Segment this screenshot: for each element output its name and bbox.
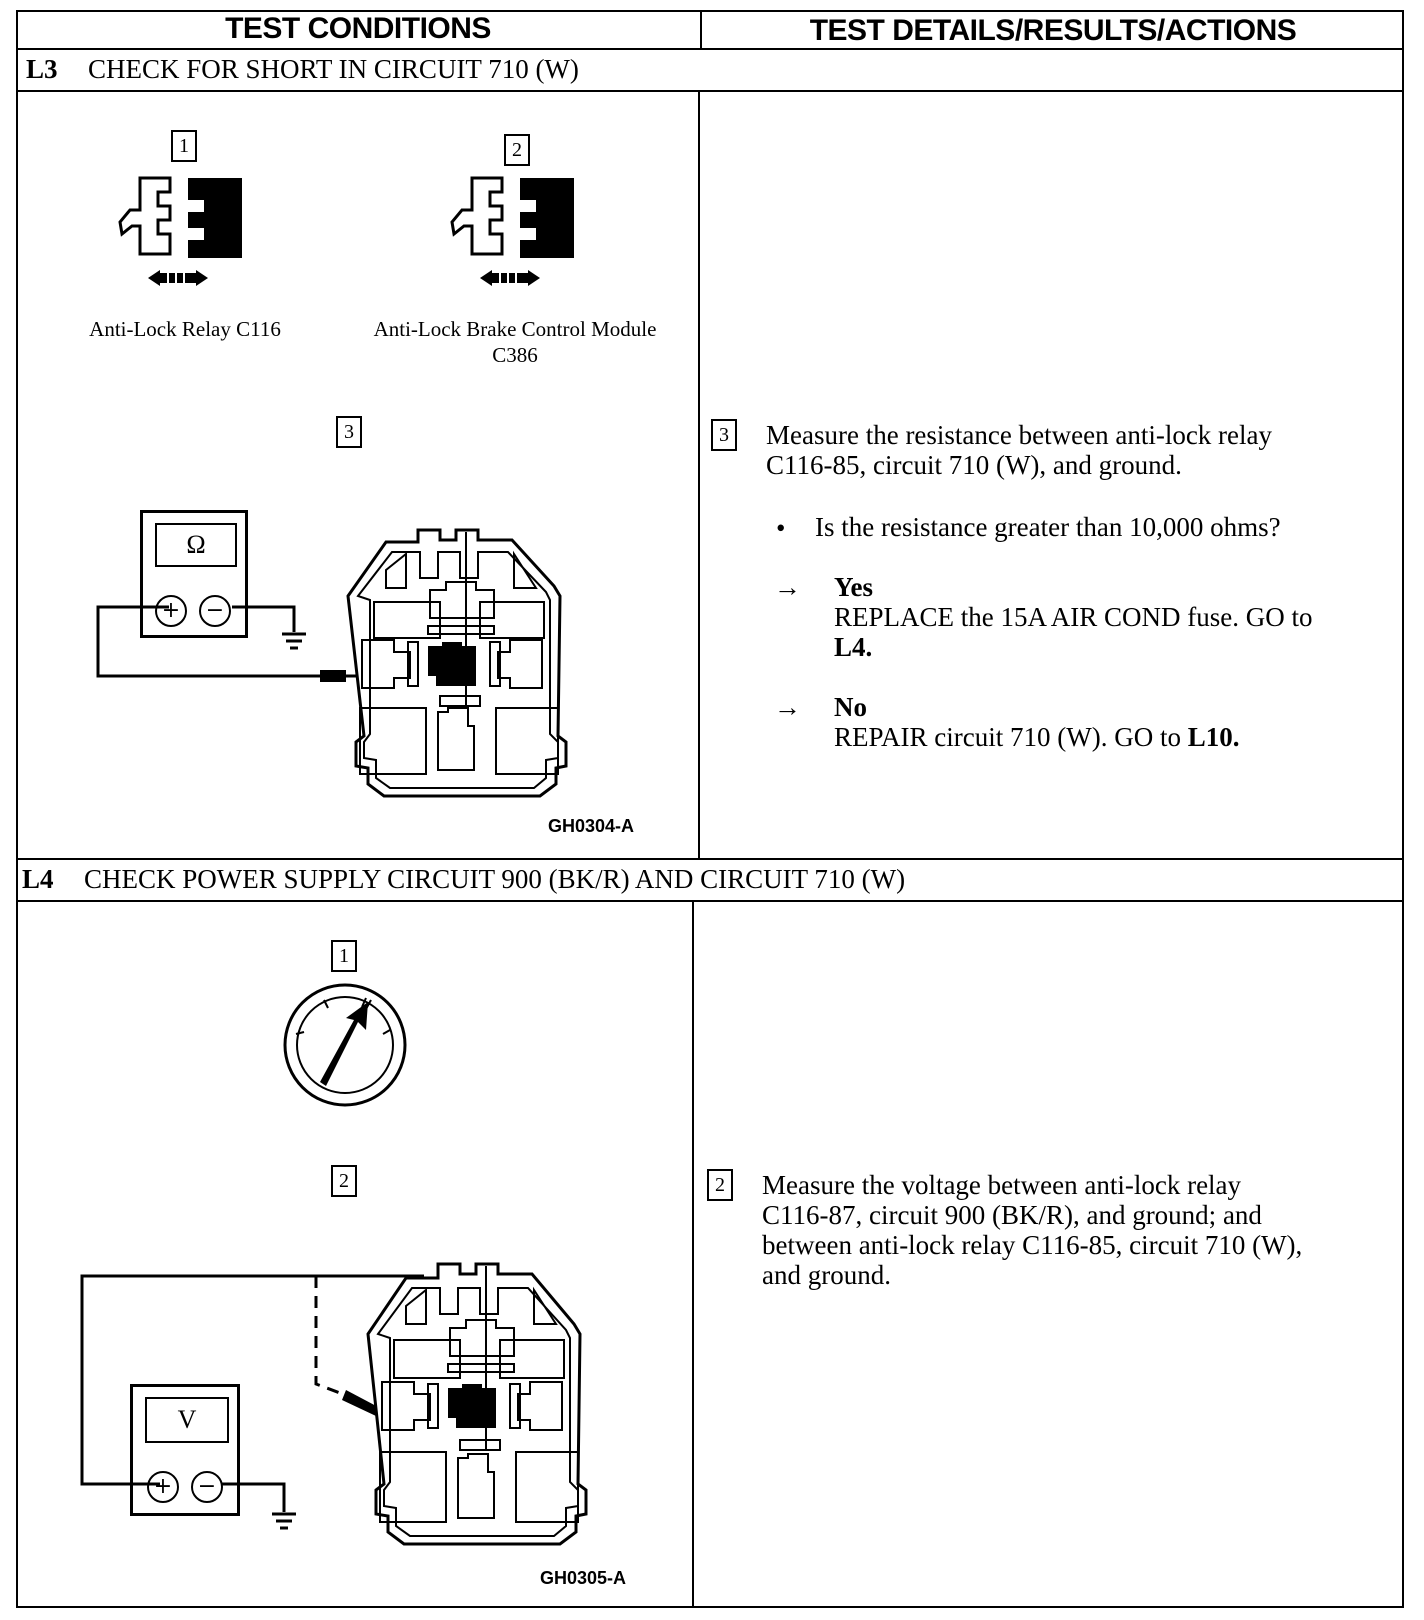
ohmmeter: Ω + −: [140, 510, 248, 638]
figure-id: GH0305-A: [540, 1568, 627, 1588]
l4-column-divider: [692, 900, 694, 1608]
callout-1: 1: [171, 130, 197, 162]
bullet: •: [776, 513, 786, 543]
voltmeter: V + −: [130, 1384, 240, 1516]
callout-3: 3: [336, 416, 362, 448]
step-line: between anti-lock relay C116-85, circuit…: [762, 1230, 1303, 1260]
question-text: Is the resistance greater than 10,000 oh…: [815, 512, 1281, 542]
step-number-box: 3: [711, 419, 737, 451]
step-line: Measure the resistance between anti-lock…: [766, 420, 1273, 450]
section-title: CHECK POWER SUPPLY CIRCUIT 900 (BK/R) AN…: [84, 864, 906, 894]
step-line: C116-85, circuit 710 (W), and ground.: [766, 450, 1182, 480]
no-action: REPAIR circuit 710 (W). GO to: [834, 722, 1188, 752]
callout-1: 1: [331, 940, 357, 972]
relay-caption: Anti-Lock Relay C116: [89, 317, 281, 341]
plus-symbol: +: [153, 1474, 173, 1499]
plus-terminal: +: [147, 1471, 179, 1503]
step-instruction: Measure the resistance between anti-lock…: [766, 420, 1386, 480]
no-goto: L10.: [1187, 722, 1240, 752]
section-l3-header: L3 CHECK FOR SHORT IN CIRCUIT 710 (W): [26, 54, 579, 85]
l4-title-divider: [16, 900, 1404, 902]
table-frame: [16, 10, 1404, 1608]
relay-socket-diagram: [366, 1262, 588, 1546]
step-line: and ground.: [762, 1260, 891, 1290]
no-label: No: [834, 692, 867, 722]
no-action-line: REPAIR circuit 710 (W). GO to L10.: [834, 722, 1394, 752]
ohmmeter-wiring: [96, 605, 368, 682]
step-instruction: Measure the voltage between anti-lock re…: [762, 1170, 1392, 1290]
plus-symbol: +: [161, 598, 181, 623]
section-l4-header: L4 CHECK POWER SUPPLY CIRCUIT 900 (BK/R) …: [22, 864, 905, 895]
figure-id: GH0304-A: [548, 816, 635, 836]
step-number-box: 2: [707, 1169, 733, 1201]
yes-label: Yes: [834, 572, 873, 602]
column-header-test-conditions: TEST CONDITIONS: [225, 12, 491, 45]
ohm-symbol: Ω: [186, 530, 206, 559]
minus-symbol: −: [197, 1474, 217, 1499]
l3-column-divider: [698, 90, 700, 860]
ohmmeter-display: Ω: [155, 523, 237, 567]
module-caption-line2: C386: [492, 343, 538, 367]
minus-terminal: −: [199, 595, 231, 627]
column-header-test-details: TEST DETAILS/RESULTS/ACTIONS: [809, 14, 1297, 47]
step-line: C116-87, circuit 900 (BK/R), and ground;…: [762, 1200, 1262, 1230]
disconnect-connector-icon: [450, 176, 574, 286]
plus-terminal: +: [155, 595, 187, 627]
section-divider: [16, 858, 1404, 860]
module-caption: Anti-Lock Brake Control Module C386: [360, 316, 670, 368]
callout-2: 2: [504, 134, 530, 166]
section-title: CHECK FOR SHORT IN CIRCUIT 710 (W): [88, 54, 579, 84]
ignition-switch-icon: [283, 983, 407, 1107]
relay-socket-diagram: [346, 528, 568, 798]
volt-symbol: V: [177, 1405, 197, 1434]
minus-symbol: −: [205, 598, 225, 623]
minus-terminal: −: [191, 1471, 223, 1503]
header-divider: [16, 48, 1404, 50]
step-line: Measure the voltage between anti-lock re…: [762, 1170, 1242, 1200]
module-caption-line1: Anti-Lock Brake Control Module: [373, 317, 657, 341]
callout-2: 2: [331, 1165, 357, 1197]
header-column-divider: [700, 10, 702, 50]
arrow-yes: →: [774, 572, 801, 602]
voltmeter-display: V: [145, 1397, 229, 1443]
section-code: L3: [26, 54, 58, 84]
yes-result: Yes REPLACE the 15A AIR COND fuse. GO to…: [834, 572, 1394, 662]
yes-action: REPLACE the 15A AIR COND fuse. GO to: [834, 602, 1313, 632]
yes-goto: L4.: [834, 632, 873, 662]
section-code: L4: [22, 864, 54, 894]
disconnect-connector-icon: [118, 176, 242, 286]
no-result: No REPAIR circuit 710 (W). GO to L10.: [834, 692, 1394, 752]
arrow-no: →: [774, 692, 801, 722]
l3-title-divider: [16, 90, 1404, 92]
